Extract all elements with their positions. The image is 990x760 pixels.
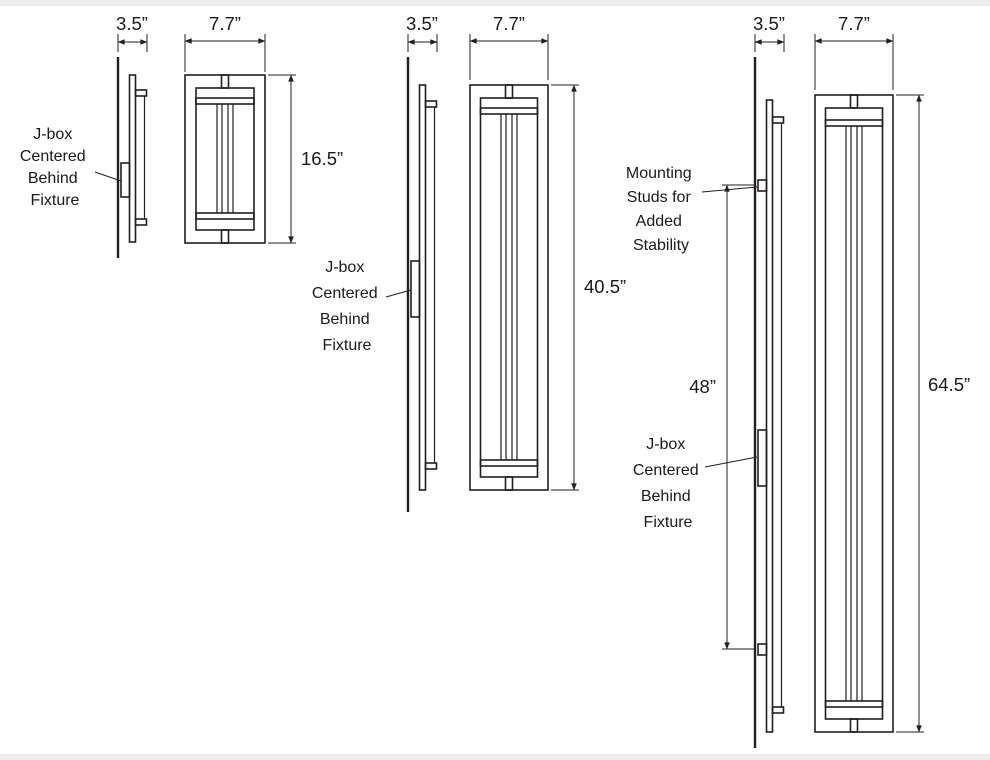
width-dimension-small: 7.7”	[184, 13, 266, 72]
top-mounting-tab	[849, 94, 859, 109]
mounting-stud-top	[757, 179, 768, 192]
note-line: Studs for	[627, 189, 692, 206]
backplate-profile	[418, 84, 427, 491]
bottom-lamp-bar	[195, 212, 255, 220]
note-line: Behind	[641, 488, 691, 505]
depth-label-small: 3.5”	[116, 13, 148, 34]
outer-frame	[814, 94, 894, 733]
note-line: Fixture	[31, 192, 80, 209]
jbox-note-text: J-box Centered Behind Fixture	[20, 126, 90, 209]
height-dimension-large: 64.5”	[896, 94, 970, 733]
jbox-note-large: J-box Centered Behind Fixture	[633, 436, 758, 531]
inner-frame	[195, 87, 255, 231]
bottom-mounting-tab	[849, 718, 859, 733]
jbox-outline	[410, 260, 421, 318]
top-mounting-tab	[504, 84, 514, 99]
inner-frame	[824, 107, 884, 720]
stud-spacing-dimension: 48”	[689, 184, 756, 650]
front-view-large	[814, 94, 894, 733]
mounting-studs-note: Mounting Studs for Added Stability	[626, 165, 758, 254]
note-line: Added	[636, 213, 682, 230]
side-view-medium	[406, 57, 438, 512]
mounting-stud-bottom	[757, 643, 768, 656]
bottom-support-bar-profile	[134, 218, 148, 226]
mounting-note-text: Mounting Studs for Added Stability	[626, 165, 696, 254]
top-mounting-tab	[220, 74, 230, 89]
side-view-small	[116, 57, 148, 258]
jbox-leader-line	[94, 171, 122, 182]
note-line: J-box	[325, 259, 364, 276]
jbox-leader-line	[385, 289, 412, 298]
backplate-profile	[765, 99, 774, 733]
bottom-mounting-tab	[504, 476, 514, 491]
width-label-large: 7.7”	[838, 13, 870, 34]
bottom-mounting-tab	[220, 229, 230, 244]
note-line: Stability	[633, 237, 689, 254]
note-line: Mounting	[626, 165, 692, 182]
depth-label-medium: 3.5”	[406, 13, 438, 34]
height-label-medium: 40.5”	[584, 276, 626, 297]
jbox-note-small: J-box Centered Behind Fixture	[20, 126, 122, 209]
note-line: Behind	[320, 311, 370, 328]
top-support-bar-profile	[134, 89, 148, 97]
fixture-small: 3.5” 7.7”	[20, 13, 343, 258]
jbox-leader-line	[704, 456, 758, 468]
top-lamp-bar	[195, 97, 255, 105]
width-dimension-medium: 7.7”	[469, 13, 549, 80]
note-line: J-box	[33, 126, 72, 143]
height-label-large: 64.5”	[928, 374, 970, 395]
jbox-note-text: J-box Centered Behind Fixture	[312, 259, 382, 354]
outer-frame	[469, 84, 549, 491]
inner-frame	[479, 97, 539, 478]
bottom-lamp-bar	[479, 459, 539, 467]
note-line: Fixture	[644, 514, 693, 531]
stud-spacing-label: 48”	[689, 376, 716, 397]
front-view-medium	[469, 84, 549, 491]
fixture-large: 3.5” 7.7”	[626, 13, 970, 748]
top-support-bar-profile	[424, 100, 438, 108]
jbox-note-medium: J-box Centered Behind Fixture	[312, 259, 412, 354]
backplate-profile	[128, 74, 137, 243]
note-line: Behind	[28, 170, 78, 187]
note-line: Fixture	[323, 337, 372, 354]
top-border-strip	[0, 0, 990, 6]
jbox-outline	[120, 162, 131, 198]
note-line: Centered	[312, 285, 378, 302]
fixture-medium: 3.5” 7.7”	[312, 13, 626, 512]
outer-frame	[184, 74, 266, 244]
note-line: Centered	[20, 148, 86, 165]
top-lamp-bar	[824, 119, 884, 127]
top-support-bar-profile	[771, 116, 785, 124]
front-view-small	[184, 74, 266, 244]
note-line: Centered	[633, 462, 699, 479]
mounting-stud-leader-line	[701, 186, 758, 193]
height-dimension-medium: 40.5”	[551, 84, 626, 491]
height-dimension-small: 16.5”	[268, 74, 343, 244]
width-label-medium: 7.7”	[493, 13, 525, 34]
side-view-large	[753, 57, 785, 748]
jbox-note-text: J-box Centered Behind Fixture	[633, 436, 703, 531]
bottom-support-bar-profile	[424, 462, 438, 470]
width-dimension-large: 7.7”	[814, 13, 894, 90]
width-label-small: 7.7”	[209, 13, 241, 34]
top-lamp-bar	[479, 107, 539, 115]
height-label-small: 16.5”	[301, 148, 343, 169]
depth-dimension-large: 3.5”	[753, 13, 785, 52]
jbox-outline	[757, 429, 768, 487]
depth-label-large: 3.5”	[753, 13, 785, 34]
depth-dimension-small: 3.5”	[116, 13, 148, 52]
depth-dimension-medium: 3.5”	[406, 13, 438, 52]
note-line: J-box	[646, 436, 685, 453]
bottom-lamp-bar	[824, 700, 884, 708]
bottom-support-bar-profile	[771, 706, 785, 714]
bottom-border-strip	[0, 754, 990, 760]
